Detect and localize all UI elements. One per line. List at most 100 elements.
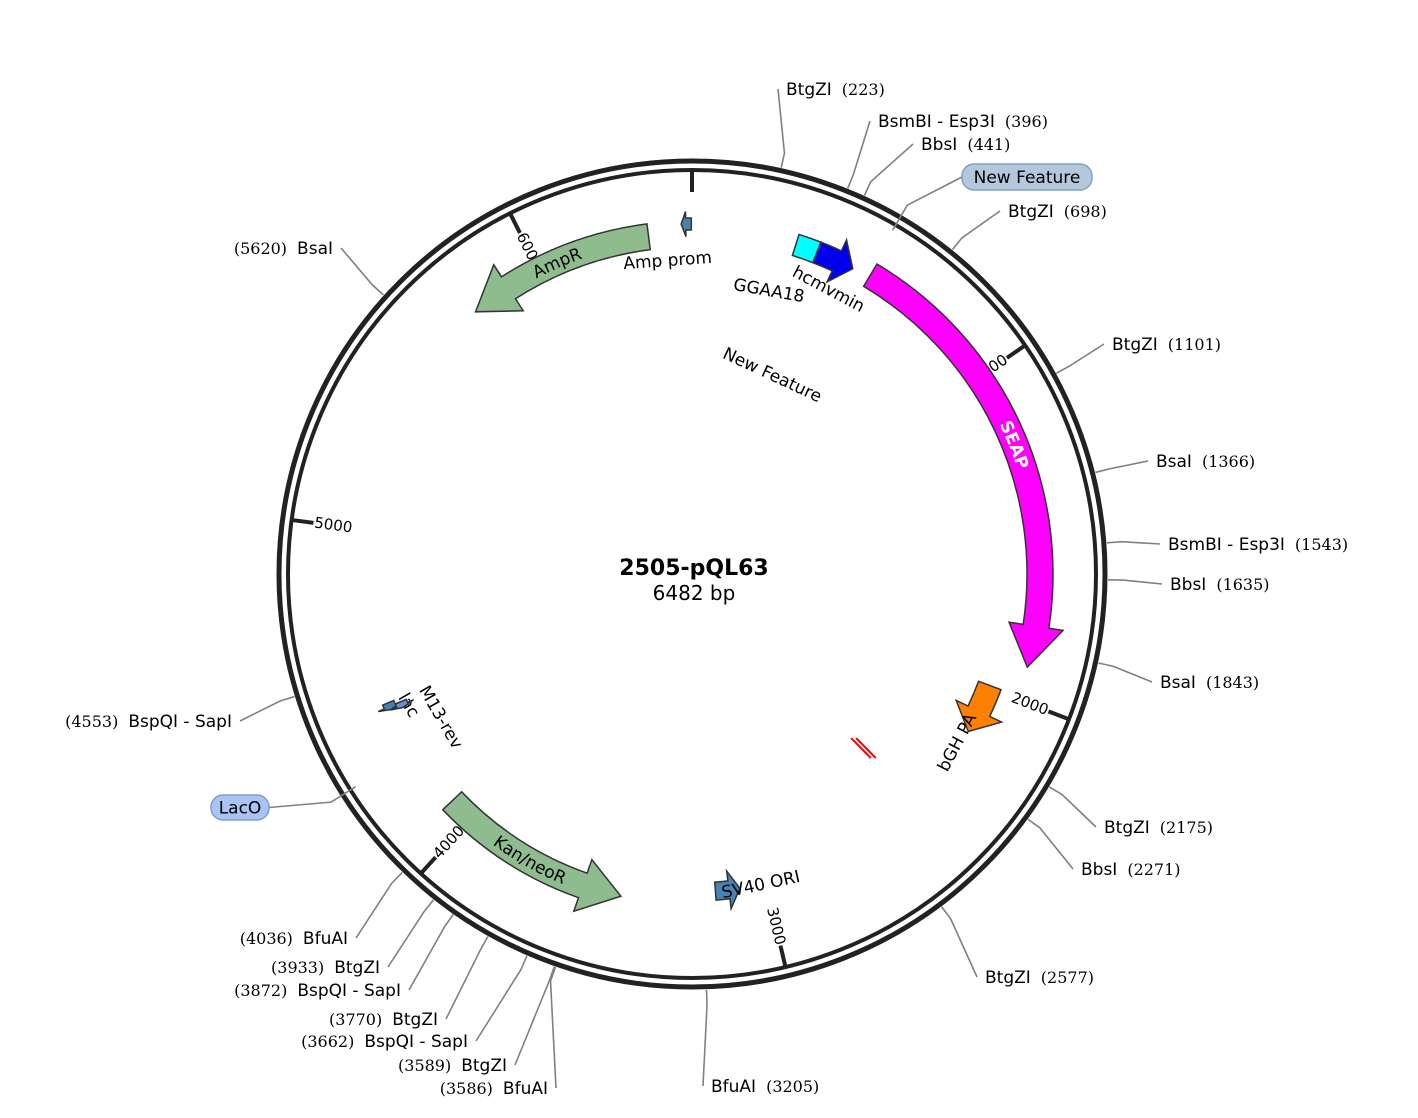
pill-laco[interactable]: LacO <box>210 785 356 821</box>
site-position: (1366) <box>1202 452 1255 471</box>
site-name: BsmBI - Esp3I <box>1168 535 1285 555</box>
site-leader-line <box>1106 540 1161 545</box>
site-bspqi-sapi-4553[interactable]: (4553) BspQI - SapI <box>65 695 295 732</box>
site-name: BfuAI <box>711 1077 756 1097</box>
site-name: BtgZI <box>786 80 832 100</box>
site-label: BsmBI - Esp3I (1543) <box>1168 535 1348 555</box>
site-name: BtgZI <box>461 1056 507 1076</box>
site-bsmbi-esp3i-1543[interactable]: BsmBI - Esp3I (1543) <box>1106 535 1348 555</box>
site-btgzi-3933[interactable]: (3933)BtgZI <box>271 899 435 978</box>
site-position: (3872) <box>234 981 287 1000</box>
feature-label: bGH PA <box>934 710 981 775</box>
site-bspqi-sapi-3872[interactable]: (3872) BspQI - SapI <box>234 914 454 1001</box>
site-bbsi-441[interactable]: BbsI (441) <box>863 135 1010 196</box>
site-leader-line <box>941 906 978 978</box>
feature-bgh-pa[interactable]: bGH PA <box>934 680 1004 775</box>
site-position: (1543) <box>1295 535 1348 554</box>
site-btgzi-3770[interactable]: (3770)BtgZI <box>329 936 489 1030</box>
site-leader-line <box>1027 818 1074 870</box>
site-bsai-1843[interactable]: BsaI(1843) <box>1098 662 1259 693</box>
feature-shape <box>441 790 623 913</box>
site-bfuai-3586[interactable]: (3586)BfuAI <box>440 966 557 1099</box>
site-position: (441) <box>967 135 1010 154</box>
tick-label: 2000 <box>1009 688 1051 719</box>
site-leader-line <box>1095 460 1149 474</box>
site-label: BtgZI(2175) <box>1104 818 1213 838</box>
site-leader-line <box>408 914 454 991</box>
site-btgzi-223[interactable]: BtgZI (223) <box>777 80 885 168</box>
site-label: BbsI (441) <box>921 135 1010 155</box>
site-leader-line <box>863 143 914 196</box>
site-bbsi-1635[interactable]: BbsI(1635) <box>1107 575 1270 595</box>
feature-m13-rev[interactable]: M13-rev <box>390 682 467 753</box>
site-leader-line <box>387 899 435 968</box>
site-leader-line <box>777 88 786 168</box>
site-name: BspQI - SapI <box>128 712 232 732</box>
site-leader-line <box>1098 662 1153 683</box>
site-name: BsaI <box>1160 673 1196 693</box>
site-label: BtgZI (223) <box>786 80 885 100</box>
site-label: (3589) BtgZI <box>398 1056 507 1076</box>
feature-shape <box>862 262 1065 669</box>
site-bsai-1366[interactable]: BsaI (1366) <box>1095 452 1255 474</box>
tick-mark <box>778 945 788 968</box>
tick-mark <box>419 855 438 875</box>
pill-new-feature[interactable]: New Feature <box>891 163 1093 231</box>
site-bfuai-3205[interactable]: BfuAI(3205) <box>702 989 819 1097</box>
site-btgzi-2175[interactable]: BtgZI(2175) <box>1048 786 1213 838</box>
site-leader-line <box>239 695 295 722</box>
site-bsai-5620[interactable]: (5620)BsaI <box>234 239 385 296</box>
feature-new-feature-inner[interactable]: New Feature <box>720 344 877 759</box>
site-leader-line <box>1055 343 1105 374</box>
site-name: BtgZI <box>1104 818 1150 838</box>
feature-shape <box>377 699 402 713</box>
site-btgzi-1101[interactable]: BtgZI (1101) <box>1055 335 1221 374</box>
site-bbsi-2271[interactable]: BbsI(2271) <box>1027 818 1181 880</box>
site-position: (396) <box>1005 112 1048 131</box>
site-name: BsaI <box>297 239 333 259</box>
site-position: (2271) <box>1127 860 1180 879</box>
site-label: BtgZI(2577) <box>985 968 1094 988</box>
site-bspqi-sapi-3662[interactable]: (3662)BspQI - SapI <box>301 955 528 1052</box>
site-bsmbi-esp3i-396[interactable]: BsmBI - Esp3I(396) <box>847 112 1048 189</box>
site-bfuai-4036[interactable]: (4036)BfuAI <box>240 871 403 949</box>
site-label: BbsI(2271) <box>1081 860 1181 880</box>
pill-background <box>961 163 1093 191</box>
feature-seap[interactable]: SEAP <box>862 262 1065 669</box>
site-position: (223) <box>842 80 885 99</box>
site-btgzi-2577[interactable]: BtgZI(2577) <box>941 906 1094 988</box>
site-position: (1101) <box>1168 335 1221 354</box>
site-btgzi-3589[interactable]: (3589) BtgZI <box>398 966 556 1076</box>
pill-leader-line <box>268 785 356 809</box>
site-name: BbsI <box>921 135 957 155</box>
pill-label: New Feature <box>974 168 1081 188</box>
site-leader-line <box>951 210 1001 251</box>
tick-mark <box>291 517 314 525</box>
site-label: BfuAI(3205) <box>711 1077 819 1097</box>
site-leader-line <box>355 871 403 939</box>
site-name: BtgZI <box>1112 335 1158 355</box>
site-name: BspQI - SapI <box>297 981 401 1001</box>
feature-sv40-ori[interactable]: SV40 ORI <box>713 867 802 912</box>
site-position: (4553) <box>65 712 118 731</box>
site-label: (5620)BsaI <box>234 239 333 259</box>
site-btgzi-698[interactable]: BtgZI(698) <box>951 202 1107 251</box>
restriction-sites: BtgZI(223)BsmBI - Esp3I(396)BbsI(441)Btg… <box>65 80 1348 1099</box>
site-name: BtgZI <box>334 958 380 978</box>
plasmid-size: 6482 bp <box>653 581 736 605</box>
feature-ampr[interactable]: AmpR <box>474 223 652 317</box>
feature-shape <box>390 698 415 711</box>
pill-label: LacO <box>219 799 262 819</box>
site-leader-line <box>702 989 708 1087</box>
feature-kan-neor[interactable]: Kan/neoR <box>441 790 623 913</box>
backbone-outer-ring <box>276 158 1108 990</box>
site-position: (3589) <box>398 1056 451 1075</box>
site-leader-line <box>445 936 489 1020</box>
site-leader-line <box>1107 579 1163 585</box>
site-name: BfuAI <box>303 929 348 949</box>
site-leader-line <box>847 120 871 189</box>
site-name: BfuAI <box>503 1079 548 1099</box>
site-name: BsaI <box>1156 452 1192 472</box>
feature-shape <box>791 233 822 264</box>
